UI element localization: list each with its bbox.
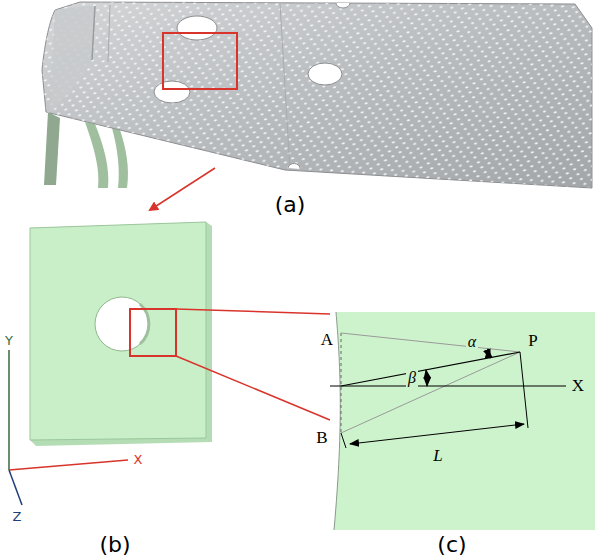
- axis-label: X: [132, 452, 145, 467]
- dimension-label: L: [431, 446, 444, 465]
- angle-label: α: [466, 333, 478, 351]
- angle-label: β: [406, 369, 418, 387]
- support-leg: [85, 122, 108, 188]
- panel-caption: (a): [273, 193, 308, 217]
- axis-label: Y: [3, 333, 15, 348]
- axis-label: X: [570, 376, 586, 395]
- panel-caption: (b): [97, 533, 132, 557]
- axes: [9, 350, 128, 505]
- panel-3d: [42, 2, 592, 210]
- detail-view: [330, 312, 595, 530]
- axis-label: Z: [11, 509, 24, 524]
- zoom-box: [130, 309, 176, 356]
- panel-caption: (c): [435, 533, 468, 557]
- point-label: A: [319, 330, 335, 349]
- zoom-line: [176, 356, 330, 420]
- zoom-arrow: [150, 168, 215, 210]
- zoom-box: [163, 33, 237, 89]
- point-label: B: [314, 428, 329, 447]
- plate: [30, 222, 330, 446]
- support-leg: [112, 128, 128, 188]
- point-label: P: [526, 331, 539, 350]
- support-leg: [44, 112, 60, 185]
- zoom-line: [176, 309, 330, 314]
